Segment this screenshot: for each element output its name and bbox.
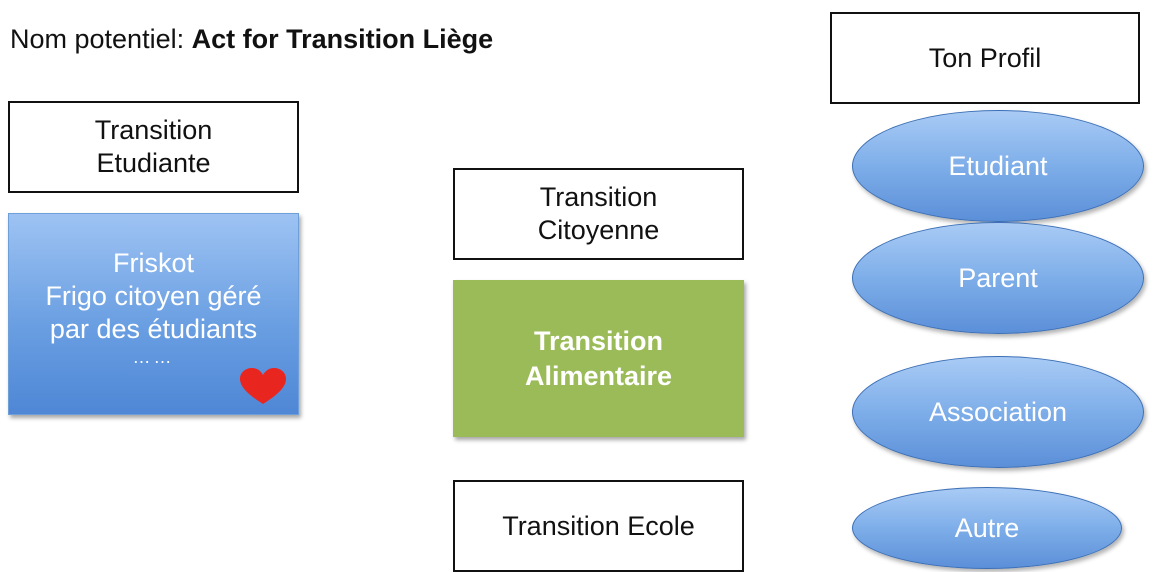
ton-profil-box: Ton Profil — [830, 12, 1140, 104]
page-title: Nom potentiel: Act for Transition Liège — [10, 24, 493, 55]
friskot-line: par des étudiants — [49, 314, 258, 344]
profile-option-parent[interactable]: Parent — [852, 222, 1144, 334]
profile-option-label: Association — [928, 396, 1068, 427]
citoyenne-line2: Citoyenne — [537, 215, 660, 245]
ecole-label: Transition Ecole — [502, 510, 695, 541]
heart-icon — [240, 368, 286, 404]
profile-option-label: Etudiant — [948, 150, 1048, 181]
transition-ecole-box: Transition Ecole — [453, 480, 744, 572]
title-prefix: Nom potentiel: — [10, 24, 185, 54]
profile-option-label: Autre — [954, 512, 1020, 543]
profile-option-association[interactable]: Association — [852, 356, 1144, 468]
profile-header: Ton Profil — [928, 42, 1042, 73]
transition-alimentaire-card[interactable]: Transition Alimentaire — [453, 280, 744, 437]
alimentaire-line1: Transition — [533, 325, 663, 356]
transition-etudiante-box: Transition Etudiante — [8, 101, 299, 193]
friskot-line: Friskot — [113, 248, 194, 278]
title-name: Act for Transition Liège — [191, 24, 494, 54]
friskot-card[interactable]: Friskot Frigo citoyen géré par des étudi… — [8, 213, 299, 415]
citoyenne-line1: Transition — [539, 182, 658, 212]
etudiante-line1: Transition — [94, 115, 213, 145]
alimentaire-line2: Alimentaire — [524, 360, 673, 391]
profile-option-autre[interactable]: Autre — [852, 487, 1122, 569]
profile-option-label: Parent — [958, 262, 1038, 293]
profile-option-etudiant[interactable]: Etudiant — [852, 110, 1144, 222]
transition-citoyenne-box: Transition Citoyenne — [453, 168, 744, 260]
friskot-line: Frigo citoyen géré — [45, 281, 262, 311]
friskot-dots: …… — [132, 347, 175, 367]
etudiante-line2: Etudiante — [96, 148, 211, 178]
